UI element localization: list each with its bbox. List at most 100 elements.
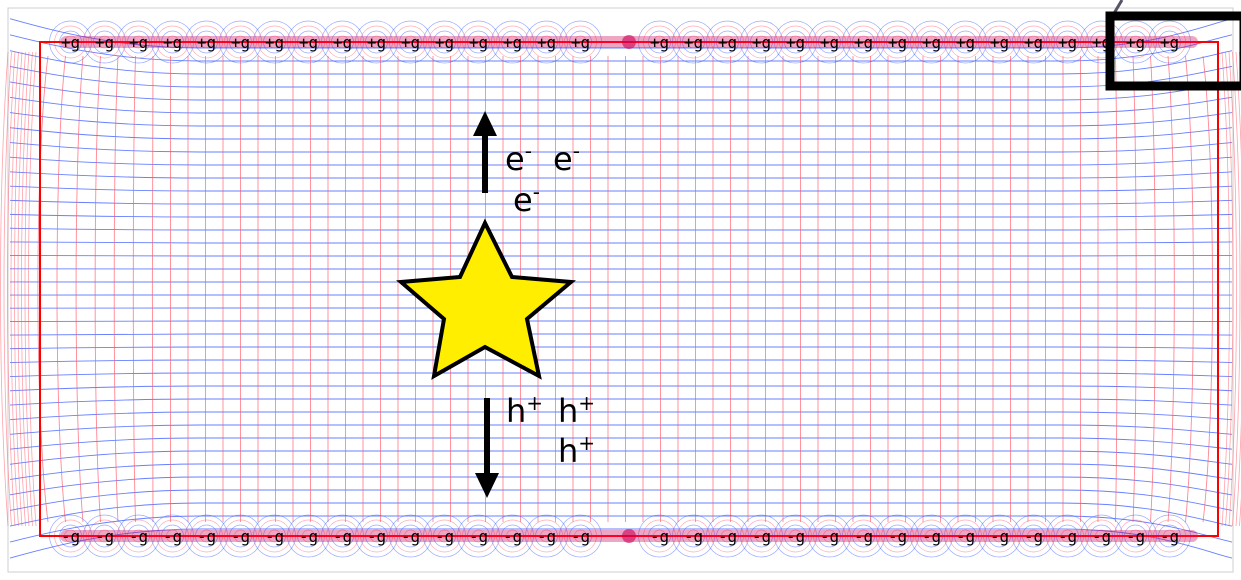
electrode-label: +g <box>469 33 488 52</box>
field-line <box>9 142 1233 153</box>
electrode-label: +g <box>265 33 284 52</box>
electrode-label: +g <box>1058 33 1077 52</box>
equipotential-line <box>1202 55 1213 523</box>
electrode-label: +g <box>231 33 250 52</box>
equipotential-line <box>94 55 101 523</box>
electrode-label: +g <box>367 33 386 52</box>
electrode-label: -g <box>1126 527 1145 546</box>
side-equipotential-line <box>0 51 9 527</box>
electrode-label: +g <box>990 33 1009 52</box>
side-equipotential-line <box>1235 51 1241 527</box>
electrode-label: -g <box>299 527 318 546</box>
electrode-label: +g <box>401 33 420 52</box>
equipotential-line <box>1132 55 1137 523</box>
electrode-label: -g <box>435 527 454 546</box>
electrode-label: -g <box>1160 527 1179 546</box>
field-line <box>9 34 1233 62</box>
equipotential-line <box>1185 55 1194 523</box>
field-line <box>9 50 1233 75</box>
field-line <box>9 171 1233 179</box>
electrode-label: -g <box>197 527 216 546</box>
electrode-label: -g <box>820 527 839 546</box>
electrode-label: -g <box>571 527 590 546</box>
field-line <box>9 156 1233 166</box>
equipotential-line <box>75 55 84 523</box>
electrode-label: -g <box>1058 527 1077 546</box>
electrode-label: +g <box>197 33 216 52</box>
electrode-label: +g <box>888 33 907 52</box>
field-line <box>9 359 1233 363</box>
field-line <box>9 437 1233 450</box>
side-equipotential-line <box>3 51 12 527</box>
side-equipotential-line <box>1232 51 1241 527</box>
field-line <box>9 227 1233 231</box>
equipotential-line <box>113 55 119 523</box>
electrode-label: -g <box>367 527 386 546</box>
equipotential-line <box>132 55 136 523</box>
electrode-label: +g <box>786 33 805 52</box>
equipotential-line <box>1150 55 1156 523</box>
electron-label-1: e- <box>505 139 532 178</box>
side-equipotential-line <box>1221 51 1230 527</box>
bottom-electrode-strip: -g -g -g -g -g -g -g -g -g -g -g -g -g -g -g -g -g -g -g -g… <box>60 527 1198 546</box>
electrode-label: -g <box>718 527 737 546</box>
hole-label-1: h+ <box>506 391 543 430</box>
field-line <box>9 199 1233 205</box>
field-line <box>9 320 1233 322</box>
field-line <box>9 528 1233 559</box>
equipotential-line <box>151 55 154 523</box>
side-equipotential-line <box>1228 51 1237 527</box>
hole-label-2: h+ <box>558 391 595 430</box>
field-line <box>9 424 1233 435</box>
side-equipotential-line <box>24 51 33 527</box>
equipotential-line <box>56 55 66 523</box>
electrode-label: -g <box>537 527 556 546</box>
field-line <box>9 213 1233 218</box>
field-line <box>9 489 1233 511</box>
hole-label-3: h+ <box>558 431 595 470</box>
top-electrode-strip: +g +g +g +g +g +g +g +g +g +g +g +g +g +g +g +g +g +g +g +g… <box>60 33 1198 52</box>
electrode-label: -g <box>956 527 975 546</box>
electrode-label: +g <box>333 33 352 52</box>
electrode-label: -g <box>1024 527 1043 546</box>
electrode-label: -g <box>752 527 771 546</box>
electrode-label: +g <box>956 33 975 52</box>
electrode-label: -g <box>469 527 488 546</box>
field-line <box>9 476 1233 496</box>
field-line <box>9 398 1233 406</box>
arrow-down-icon <box>475 398 499 498</box>
electrode-label: -g <box>990 527 1009 546</box>
electrode-center-node <box>622 529 636 543</box>
field-line <box>9 255 1233 257</box>
electrode-label: +g <box>61 33 80 52</box>
side-equipotential-line <box>14 51 23 527</box>
electrode-label: +g <box>650 33 669 52</box>
electrode-label: +g <box>299 33 318 52</box>
field-line <box>9 127 1233 140</box>
electrode-label: -g <box>786 527 805 546</box>
electron-label-3: e- <box>513 180 540 219</box>
electrode-label: -g <box>503 527 522 546</box>
field-line <box>9 515 1233 543</box>
electrode-label: -g <box>888 527 907 546</box>
electrode-label: +g <box>95 33 114 52</box>
electrode-center-node <box>622 35 636 49</box>
electrode-label: +g <box>1024 33 1043 52</box>
star-icon <box>396 218 576 380</box>
electrode-label: -g <box>1092 527 1111 546</box>
electrode-label: -g <box>265 527 284 546</box>
field-line <box>9 333 1233 336</box>
electrode-label: +g <box>684 33 703 52</box>
electrode-label: +g <box>129 33 148 52</box>
arrow-up-icon <box>473 111 497 193</box>
electrode-label: -g <box>333 527 352 546</box>
equipotential-line <box>37 55 49 523</box>
electrode-label: +g <box>922 33 941 52</box>
side-equipotential-line <box>28 51 37 527</box>
field-line <box>9 65 1233 88</box>
electrode-label: -g <box>684 527 703 546</box>
side-equipotential-line <box>17 51 26 527</box>
